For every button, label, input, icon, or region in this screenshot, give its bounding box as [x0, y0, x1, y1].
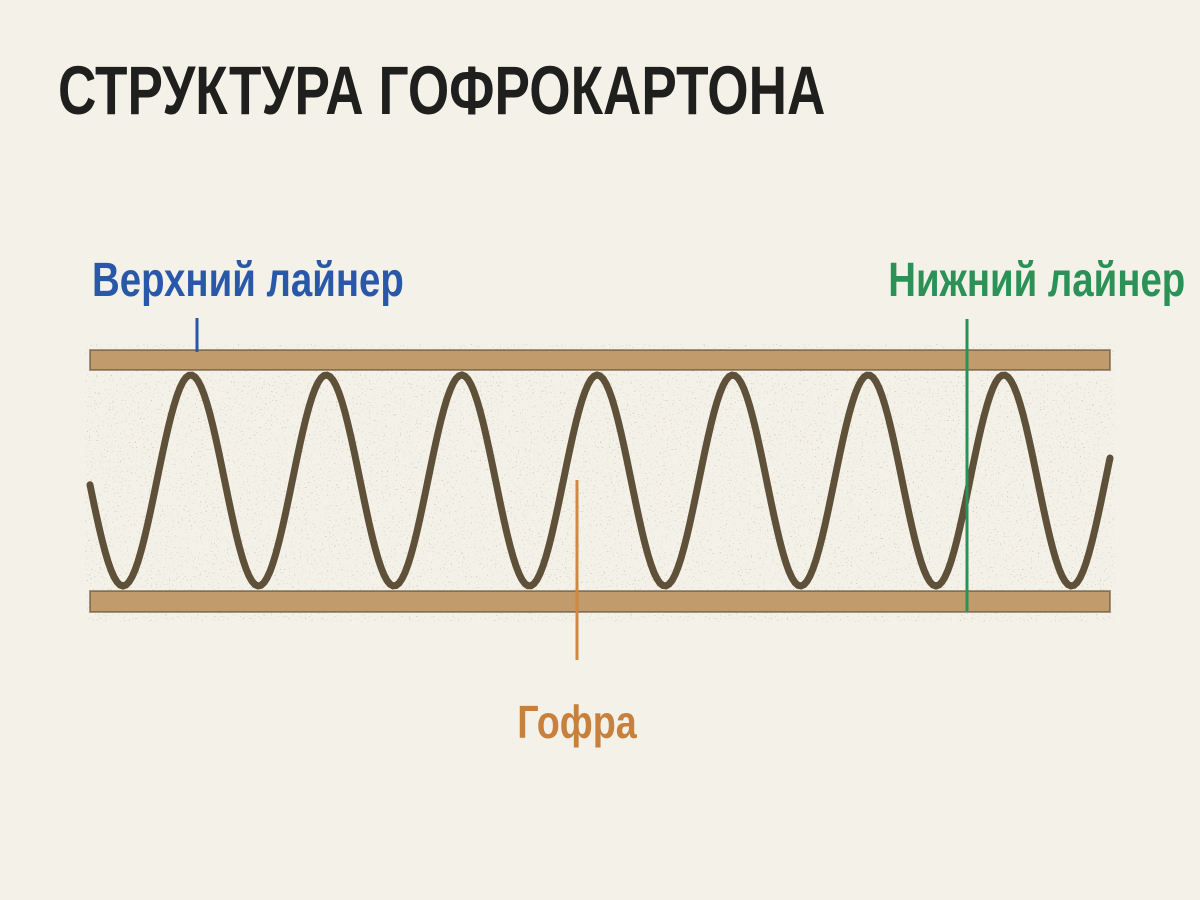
label-top-liner: Верхний лайнер	[92, 254, 404, 307]
flute-wave	[86, 371, 1114, 590]
flute-texture	[85, 344, 1115, 622]
page-title: СТРУКТУРА ГОФРОКАРТОНА	[58, 52, 826, 129]
label-bottom-liner: Нижний лайнер	[888, 254, 1185, 307]
label-flute: Гофра	[517, 696, 637, 748]
top-liner-bar	[89, 349, 1111, 371]
bottom-liner-bar	[89, 590, 1111, 613]
